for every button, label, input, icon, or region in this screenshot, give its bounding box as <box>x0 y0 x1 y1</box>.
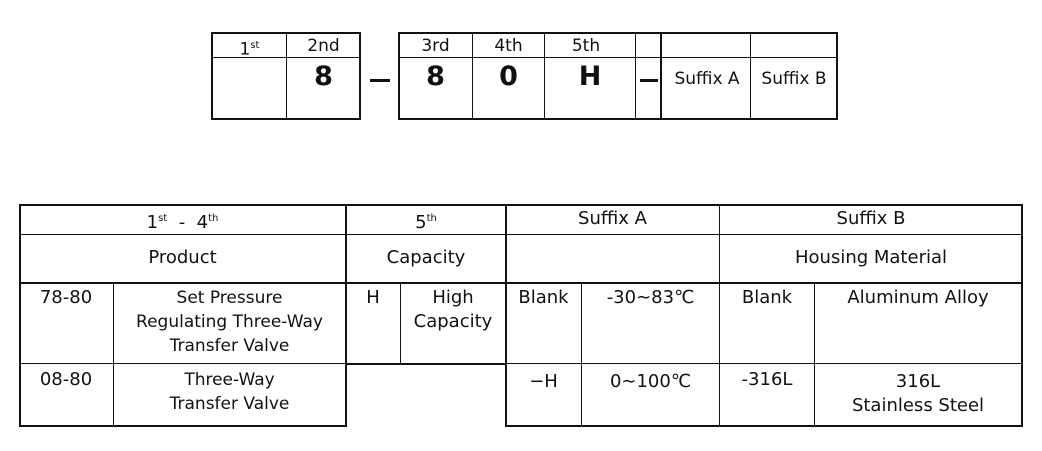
row2-product: Three-Way Transfer Valve <box>169 370 290 414</box>
code-separator-dash <box>370 79 390 82</box>
row1-capacity-desc: High Capacity <box>413 287 493 332</box>
row2-suffix-a-code: −H <box>529 371 558 392</box>
row2-suffix-b-value: 316L Stainless Steel <box>851 371 985 416</box>
code-group-suffix <box>660 32 838 120</box>
code-header-2nd: 2nd <box>307 36 340 56</box>
row1-suffix-b-code: Blank <box>741 287 793 308</box>
code-value-3rd: 8 <box>426 61 445 92</box>
row1-suffix-a-code: Blank <box>518 287 569 308</box>
code-separator-dash-2 <box>640 79 658 82</box>
header-housing-material: Housing Material <box>794 247 947 268</box>
header-suffix-a: Suffix A <box>578 208 647 229</box>
header-5th: 5th <box>415 212 437 233</box>
header-suffix-b: Suffix B <box>836 208 906 229</box>
code-header-4th: 4th <box>494 36 523 56</box>
code-header-1st: 1st <box>239 39 260 60</box>
row2-code: 08-80 <box>39 369 93 390</box>
code-suffix-b: Suffix B <box>761 69 827 89</box>
row1-suffix-a-value: -30∼83℃ <box>606 287 695 308</box>
header-capacity: Capacity <box>386 247 466 268</box>
row2-suffix-b-code: -316L <box>741 369 793 390</box>
row2-suffix-a-value: 0∼100℃ <box>609 371 692 392</box>
row1-code: 78-80 <box>39 287 93 308</box>
row1-suffix-b-value: Aluminum Alloy <box>847 287 989 308</box>
code-value-4th: 0 <box>499 61 518 92</box>
code-header-3rd: 3rd <box>421 36 450 56</box>
code-suffix-a: Suffix A <box>674 69 740 89</box>
model-spec-table: 1st - 4th 5th Suffix A Suffix B Product … <box>19 204 1023 427</box>
header-product: Product <box>148 247 217 268</box>
code-header-5th: 5th <box>571 36 601 56</box>
header-code-range: 1st - 4th <box>146 212 219 233</box>
row1-capacity-code: H <box>366 287 380 308</box>
row1-product: Set Pressure Regulating Three-Way Transf… <box>136 288 323 356</box>
code-value-5th: H <box>578 61 602 92</box>
cropped-heading <box>182 0 282 4</box>
code-value-2nd: 8 <box>314 61 333 92</box>
